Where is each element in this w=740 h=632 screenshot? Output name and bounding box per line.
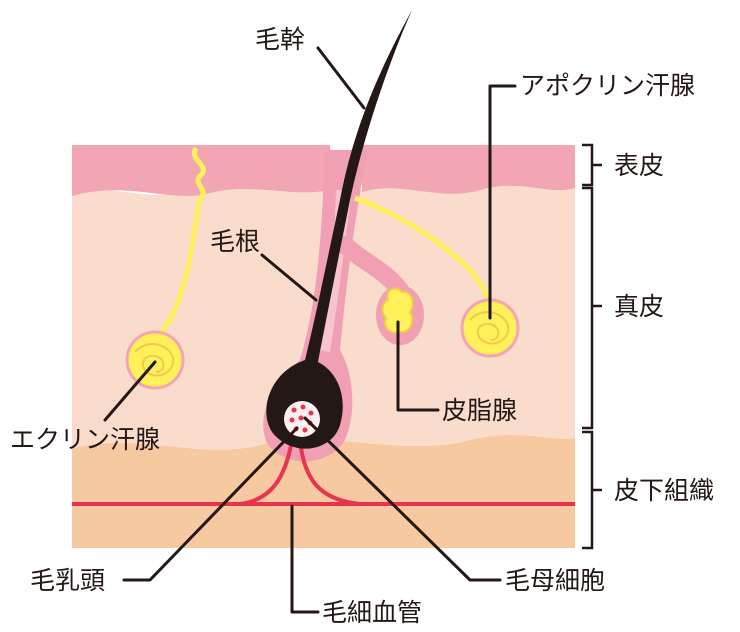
- label-dermis: 真皮: [614, 292, 664, 321]
- eccrine-gland: [127, 332, 183, 388]
- epidermis-layer-right: [362, 145, 575, 194]
- label-sebaceous-gland: 皮脂腺: [442, 396, 517, 425]
- bracket-subcutaneous: [582, 432, 602, 548]
- label-hair-shaft: 毛幹: [255, 25, 305, 54]
- label-apocrine-gland: アポクリン汗腺: [520, 71, 695, 100]
- label-subcutaneous-tissue: 皮下組織: [614, 476, 714, 505]
- leader-hair-shaft: [318, 48, 364, 108]
- label-eccrine-gland: エクリン汗腺: [10, 425, 160, 454]
- bracket-epidermis: [582, 145, 602, 185]
- bracket-dermis: [582, 188, 602, 428]
- label-capillary: 毛細血管: [322, 598, 422, 627]
- label-epidermis: 表皮: [614, 151, 664, 180]
- label-dermal-papilla: 毛乳頭: [30, 566, 105, 595]
- label-hair-root: 毛根: [210, 227, 260, 256]
- label-hair-matrix-cell: 毛母細胞: [505, 566, 605, 595]
